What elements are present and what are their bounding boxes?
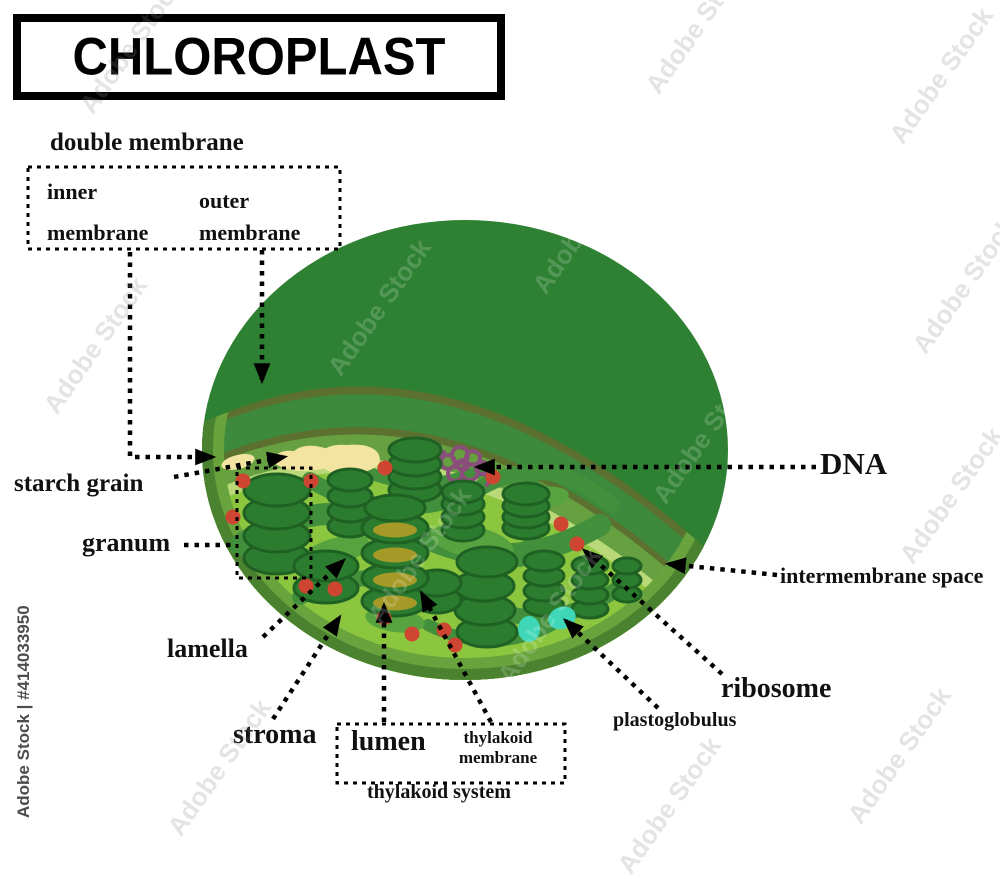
label-lumen: lumen bbox=[351, 726, 426, 757]
lamella-leader bbox=[261, 558, 347, 639]
diagram-canvas bbox=[26, 165, 816, 785]
label-thylakoid-membrane: thylakoid membrane bbox=[458, 728, 538, 767]
label-lamella: lamella bbox=[167, 634, 248, 663]
label-starch-grain: starch grain bbox=[14, 470, 144, 497]
label-granum: granum bbox=[82, 528, 171, 557]
granum-stack bbox=[387, 436, 443, 504]
chloroplast-diagram: CHLOROPLAST double membrane inner membra… bbox=[13, 0, 1000, 879]
label-thylakoid-system: thylakoid system bbox=[367, 781, 511, 803]
label-double-membrane: double membrane bbox=[50, 129, 244, 156]
label-outer-membrane: membrane bbox=[199, 220, 301, 245]
granum-stack-large bbox=[452, 545, 519, 649]
thylakoid-lumen-granum bbox=[360, 493, 430, 618]
starch-grain-leader bbox=[173, 451, 289, 480]
granum-stack bbox=[501, 481, 551, 541]
leader-lines bbox=[26, 165, 816, 785]
label-stroma: stroma bbox=[233, 719, 317, 750]
label-inner: inner bbox=[47, 179, 98, 204]
title-box: CHLOROPLAST bbox=[13, 14, 505, 100]
granum-box bbox=[235, 466, 313, 580]
granum-stack bbox=[522, 549, 566, 618]
plastoglobulus-leader bbox=[562, 618, 660, 710]
label-plastoglobulus: plastoglobulus bbox=[613, 709, 737, 731]
page-title: CHLOROPLAST bbox=[72, 27, 446, 87]
label-intermembrane-space: intermembrane space bbox=[780, 563, 984, 588]
chloroplast-interior bbox=[202, 386, 728, 680]
granum-stack bbox=[440, 479, 486, 543]
label-ribosome: ribosome bbox=[721, 673, 832, 704]
label-outer: outer bbox=[199, 188, 250, 213]
ribosome-dot-pointed bbox=[569, 536, 585, 552]
watermark-vertical: Adobe Stock | #414033950 bbox=[14, 605, 33, 818]
label-inner-membrane: membrane bbox=[47, 220, 149, 245]
label-dna: DNA bbox=[820, 446, 888, 481]
inner-membrane-leader bbox=[127, 252, 217, 466]
intermembrane-space-leader bbox=[664, 557, 778, 578]
granum-stack-boxed bbox=[242, 472, 312, 576]
thylakoid-membrane-leader bbox=[420, 590, 493, 724]
membrane-label-box bbox=[26, 165, 342, 251]
